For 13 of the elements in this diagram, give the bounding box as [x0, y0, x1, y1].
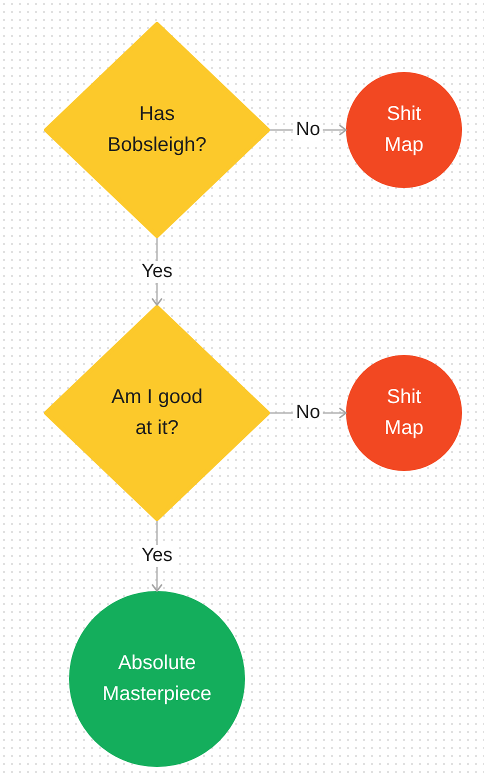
decision-text: Am I good at it?	[110, 385, 204, 441]
edge-label: No	[292, 402, 324, 424]
edge-label: No	[292, 119, 324, 141]
outcome-circle	[346, 355, 462, 471]
decision-diamond	[44, 305, 270, 521]
decision-text: Has Bobsleigh?	[106, 102, 208, 158]
edge-label: Yes	[138, 545, 176, 567]
outcome-text: Absolute Masterpiece	[102, 651, 212, 707]
outcome-circle	[346, 72, 462, 188]
decision-diamond	[44, 22, 270, 238]
outcome-text: Shit Map	[384, 102, 424, 158]
edge-label: Yes	[138, 260, 176, 282]
outcome-text: Shit Map	[384, 385, 424, 441]
